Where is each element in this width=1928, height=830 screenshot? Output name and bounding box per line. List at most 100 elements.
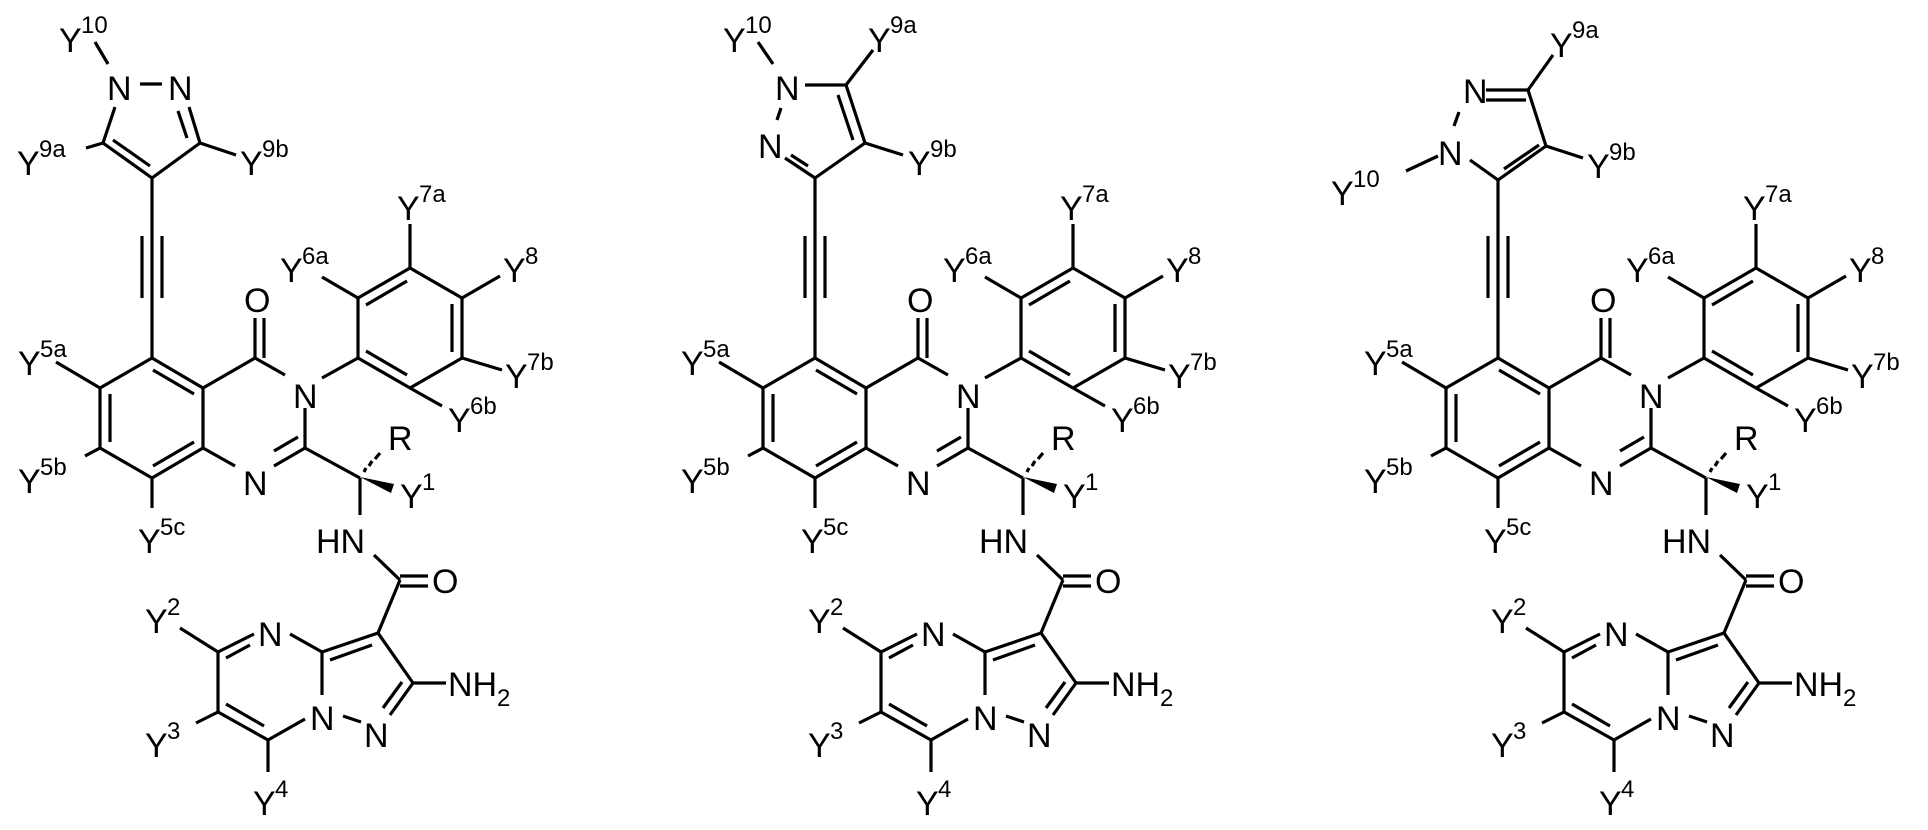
atom-sub: 2 [497,685,510,712]
label-sup: 7a [1765,181,1792,208]
atom-o: O [1095,563,1121,601]
label-y: Y [1746,478,1769,516]
atom-sub: 2 [1160,685,1173,712]
label-sup: 9a [39,136,66,163]
atom-n: N [973,700,998,738]
label-sup: 6a [302,243,329,270]
label-sup: 8 [525,243,538,270]
label-sup: 3 [830,718,843,745]
atom-o: O [907,282,933,320]
atom-labels: N N Y 10 Y 9a Y 9b O N N Y 5a Y 5b Y 5c … [1331,17,1900,823]
atom-n: N [906,465,931,503]
label-sup: 1 [1085,469,1098,496]
label-y: Y [1111,402,1134,440]
atom-n: N [107,70,132,108]
label-y: Y [145,603,168,641]
atom-sub: 2 [1843,685,1856,712]
atom-hn: HN [316,523,365,561]
label-sup: 5b [1386,454,1413,481]
label-y: Y [1331,175,1354,213]
atom-hn: HN [1662,523,1711,561]
structure-1: N N Y 10 Y 9a Y 9b O N N Y 5a Y 5b Y 5c … [17,12,554,823]
label-sup: 3 [167,718,180,745]
label-y: Y [1168,358,1191,396]
label-sup: 9a [1572,17,1599,44]
label-sup: 2 [830,594,843,621]
label-sup: 6b [1816,393,1843,420]
label-sup: 5a [40,336,67,363]
atom-r: R [388,420,413,458]
atom-n: N [956,378,981,416]
label-sup: 6b [470,393,497,420]
label-y: Y [808,727,831,765]
atom-n: N [921,616,946,654]
label-y: Y [908,145,931,183]
label-y: Y [1794,402,1817,440]
label-sup: 2 [167,594,180,621]
label-y: Y [1364,463,1387,501]
atom-n: N [364,717,389,755]
atom-nh: NH [1111,666,1160,704]
atom-n: N [310,700,335,738]
atom-n: N [1463,73,1488,111]
label-y: Y [943,252,966,290]
atom-nh: NH [448,666,497,704]
atom-o: O [244,282,270,320]
label-y: Y [448,402,471,440]
label-y: Y [505,358,528,396]
label-y: Y [18,463,41,501]
atom-labels: N N Y 10 Y 9a Y 9b O N N Y 5a Y 5b Y 5c … [17,12,554,823]
atom-hn: HN [979,523,1028,561]
label-y: Y [808,603,831,641]
label-sup: 3 [1513,718,1526,745]
label-y: Y [1849,252,1872,290]
label-y: Y [681,463,704,501]
label-sup: 5b [703,454,730,481]
label-sup: 4 [1621,776,1634,803]
atom-n: N [1604,616,1629,654]
label-y: Y [1060,190,1083,228]
label-y: Y [18,345,41,383]
label-sup: 7b [1190,349,1217,376]
structure-3: N N Y 10 Y 9a Y 9b O N N Y 5a Y 5b Y 5c … [1331,17,1900,823]
atom-r: R [1734,420,1759,458]
atom-o: O [1778,563,1804,601]
atom-n: N [258,616,283,654]
label-y: Y [17,145,40,183]
label-sup: 5c [1506,514,1531,541]
label-sup: 7b [527,349,554,376]
label-sup: 7a [1082,181,1109,208]
label-y: Y [1587,148,1610,186]
label-y: Y [253,785,276,823]
label-sup: 7b [1873,349,1900,376]
atom-n: N [1639,378,1664,416]
label-sup: 5c [160,514,185,541]
atom-n: N [1710,717,1735,755]
atom-n: N [758,128,783,166]
atom-r: R [1051,420,1076,458]
label-sup: 5a [1386,336,1413,363]
label-sup: 9a [890,12,917,39]
label-sup: 9b [930,136,957,163]
label-y: Y [138,523,161,561]
label-y: Y [400,478,423,516]
label-y: Y [801,523,824,561]
label-y: Y [1484,523,1507,561]
label-y: Y [1599,785,1622,823]
label-y: Y [1550,27,1573,65]
atom-n: N [1438,135,1463,173]
label-sup: 10 [745,12,772,39]
label-y: Y [145,727,168,765]
label-sup: 8 [1188,243,1201,270]
atom-n: N [243,465,268,503]
atom-n: N [1027,717,1052,755]
label-y: Y [59,22,82,60]
label-y: Y [916,785,939,823]
label-y: Y [1851,358,1874,396]
label-sup: 7a [419,181,446,208]
structure-2: N N Y 10 Y 9a Y 9b O N N Y 5a Y 5b Y 5c … [681,12,1217,823]
label-sup: 4 [938,776,951,803]
label-sup: 5c [823,514,848,541]
pyrazole-ring [1406,55,1583,236]
